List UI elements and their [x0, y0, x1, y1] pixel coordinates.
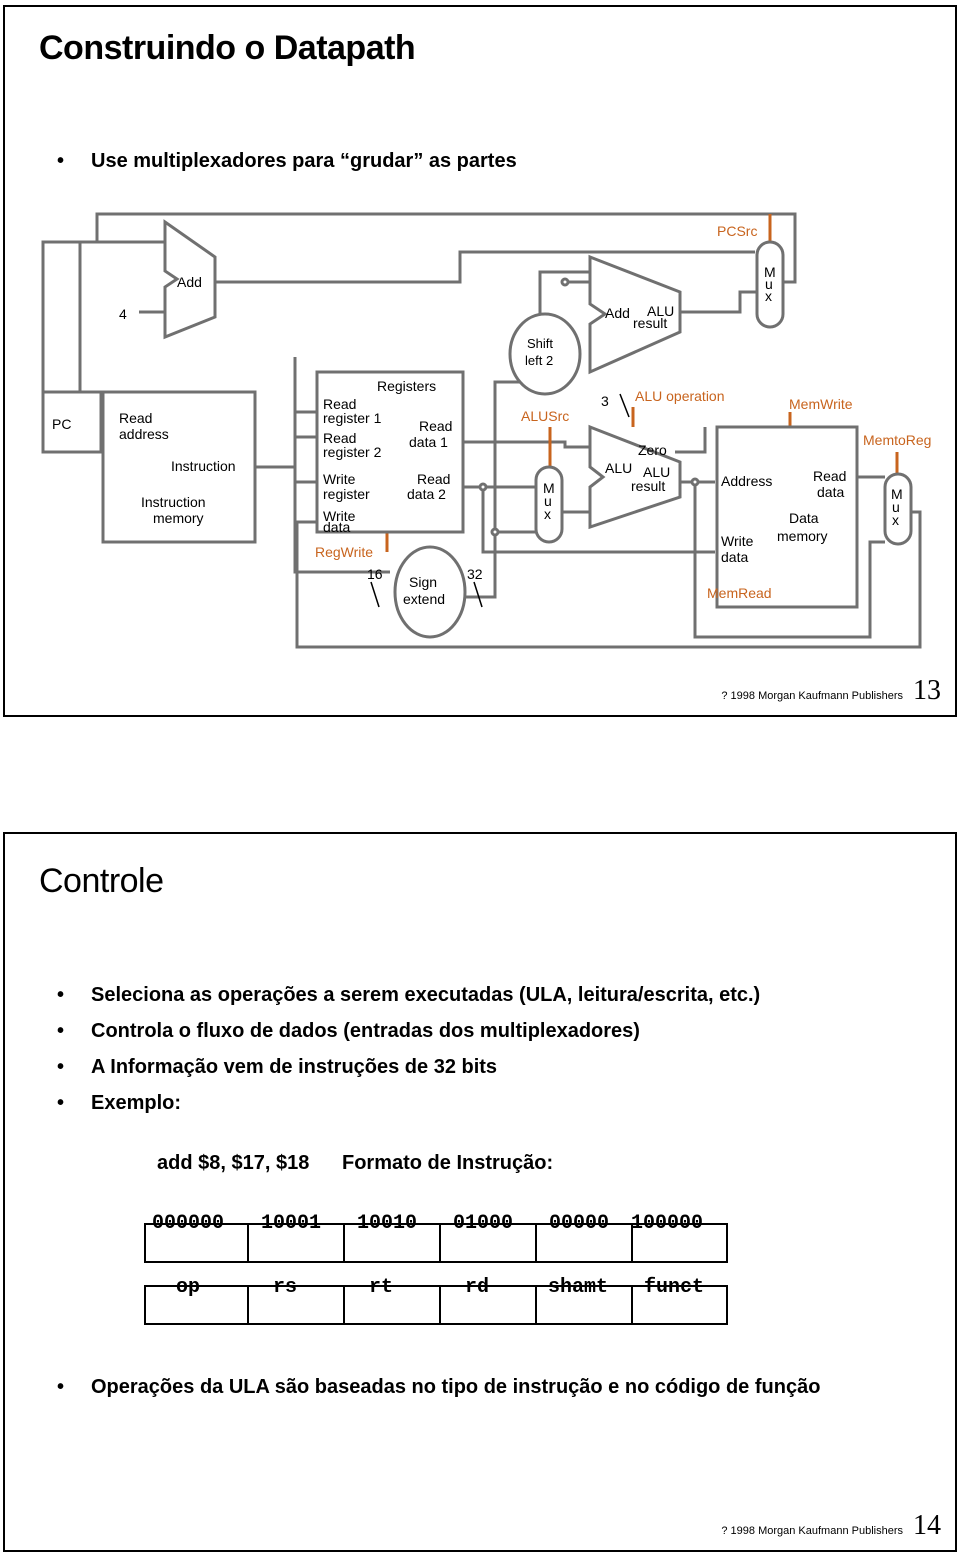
add-alu-alu: ALU — [647, 303, 674, 319]
constant-four: 4 — [119, 306, 127, 322]
dmem-address-label: Address — [721, 473, 772, 489]
alusrc-label: ALUSrc — [521, 408, 569, 424]
regwrite-label: RegWrite — [315, 544, 373, 560]
slide-footer: ? 1998 Morgan Kaufmann Publishers 13 — [721, 675, 941, 707]
field-name-op: op — [176, 1276, 201, 1299]
memread-label: MemRead — [707, 585, 772, 601]
write-reg-2: register — [323, 486, 370, 502]
page-number: 14 — [913, 1510, 941, 1541]
bullet-text: Use multiplexadores para “grudar” as par… — [91, 150, 517, 172]
write-data-1: Write — [323, 508, 356, 524]
add-alu-add: Add — [605, 305, 630, 321]
field-name-rs: rs — [273, 1276, 298, 1299]
alu-result-2: result — [631, 478, 665, 494]
bullet-text: Controla o fluxo de dados (entradas dos … — [91, 1020, 640, 1042]
imem-name-2: memory — [153, 510, 204, 526]
bullet-text: A Informação vem de instruções de 32 bit… — [91, 1056, 498, 1078]
sign-extend-2: extend — [403, 591, 445, 607]
bullet-item: • Seleciona as operações a serem executad… — [57, 984, 760, 1007]
imem-name-1: Instruction — [141, 494, 206, 510]
mux-top-m: M — [764, 264, 776, 280]
mux-top-x: x — [765, 288, 772, 304]
alu-operation-label: ALU operation — [635, 388, 725, 404]
imem-instruction-label: Instruction — [171, 458, 236, 474]
mux-alu-u: u — [544, 493, 552, 509]
read-data2-2: data 2 — [407, 486, 446, 502]
add-alu-result: result — [633, 315, 667, 331]
bullet-dot-icon: • — [57, 150, 65, 172]
bullet-dot-icon: • — [57, 1092, 65, 1114]
dmem-write-data-2: data — [721, 549, 748, 565]
pcsrc-label: PCSrc — [717, 223, 757, 239]
bullet-item: • Use multiplexadores para “grudar” as pa… — [57, 150, 517, 173]
mux-alu-m: M — [543, 480, 555, 496]
mux-mem-x: x — [892, 512, 899, 528]
bullet-dot-icon: • — [57, 1020, 65, 1042]
alu-op-three: 3 — [601, 393, 609, 409]
dmem-write-data-1: Write — [721, 533, 754, 549]
shift-left-2: left 2 — [525, 353, 553, 368]
bullet-item: • Exemplo: — [57, 1092, 181, 1115]
memwrite-label: MemWrite — [789, 396, 853, 412]
example-instruction: add $8, $17, $18 — [157, 1152, 310, 1174]
write-data-2: data — [323, 519, 350, 535]
read-data1-2: data 1 — [409, 434, 448, 450]
copyright-text: ? 1998 Morgan Kaufmann Publishers — [721, 1525, 903, 1537]
shift-left-1: Shift — [527, 336, 553, 351]
write-reg-1: Write — [323, 471, 356, 487]
pc-label: PC — [52, 416, 71, 432]
copyright-text: ? 1998 Morgan Kaufmann Publishers — [721, 690, 903, 702]
imem-read-address-1: Read — [119, 410, 152, 426]
dmem-name-1: Data — [789, 510, 819, 526]
slide-title: Controle — [39, 862, 164, 900]
bullet-dot-icon: • — [57, 1056, 65, 1078]
example-format-label: Formato de Instrução: — [342, 1152, 554, 1174]
bits-thirtytwo: 32 — [467, 566, 483, 582]
bullet-text: Seleciona as operações a serem executada… — [91, 984, 761, 1006]
mux-mem-u: u — [892, 499, 900, 515]
read-reg1-2: register 1 — [323, 410, 382, 426]
mux-top-u: u — [765, 276, 773, 292]
zero-label: Zero — [638, 442, 667, 458]
mux-mem-m: M — [891, 486, 903, 502]
alu-result-1: ALU — [643, 464, 670, 480]
bullet-text: Operações da ULA são baseadas no tipo de… — [91, 1376, 821, 1398]
field-name-shamt: shamt — [548, 1276, 609, 1299]
read-reg2-1: Read — [323, 430, 356, 446]
read-reg1-1: Read — [323, 396, 356, 412]
sign-extend-1: Sign — [409, 574, 437, 590]
bullet-dot-icon: • — [57, 1376, 65, 1398]
read-reg2-2: register 2 — [323, 444, 382, 460]
dmem-name-2: memory — [777, 528, 828, 544]
field-name-rt: rt — [369, 1276, 394, 1299]
slide-title: Construindo o Datapath — [39, 29, 416, 67]
memtoreg-label: MemtoReg — [863, 432, 931, 448]
read-data1-1: Read — [419, 418, 452, 434]
bits-sixteen: 16 — [367, 566, 383, 582]
dmem-read-data-2: data — [817, 484, 844, 500]
bullet-item: • Operações da ULA são baseadas no tipo d… — [57, 1376, 820, 1399]
slide-13: Construindo o Datapath • Use multiplexado… — [3, 5, 957, 717]
imem-read-address-2: address — [119, 426, 169, 442]
registers-label: Registers — [377, 378, 436, 394]
page-number: 13 — [913, 675, 941, 706]
field-name-funct: funct — [644, 1276, 705, 1299]
alu-label: ALU — [605, 460, 632, 476]
bullet-item: • A Informação vem de instruções de 32 bi… — [57, 1056, 497, 1079]
read-data2-1: Read — [417, 471, 450, 487]
slide-footer: ? 1998 Morgan Kaufmann Publishers 14 — [721, 1510, 941, 1542]
datapath-diagram: PC Add 4 Read address Instruction Instru… — [41, 212, 931, 649]
bullet-dot-icon: • — [57, 984, 65, 1006]
field-name-rd: rd — [465, 1276, 490, 1299]
add-top-label: Add — [177, 274, 202, 290]
slide-14: Controle • Seleciona as operações a serem… — [3, 832, 957, 1552]
mux-alu-x: x — [544, 506, 551, 522]
bullet-text: Exemplo: — [91, 1092, 182, 1114]
instruction-format-boxes — [144, 1223, 728, 1325]
dmem-read-data-1: Read — [813, 468, 846, 484]
bullet-item: • Controla o fluxo de dados (entradas dos… — [57, 1020, 640, 1043]
